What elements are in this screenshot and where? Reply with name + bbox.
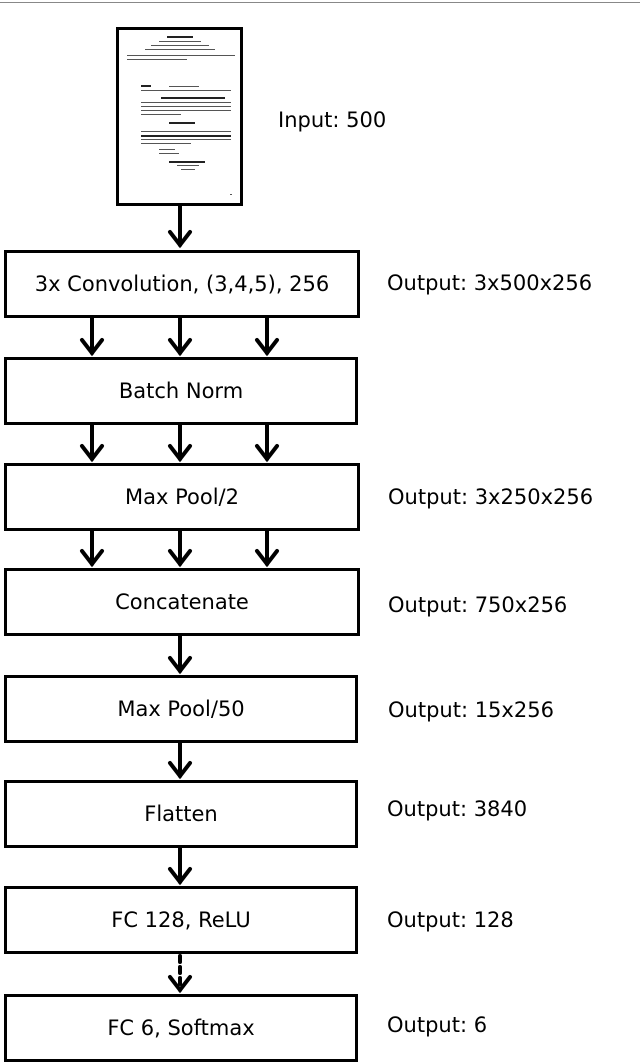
layer-fc-128-relu: FC 128, ReLU [4, 886, 358, 954]
arrow-batchnorm-to-maxpool-2 [168, 423, 192, 463]
arrow-maxpool-to-concat-1 [80, 529, 104, 568]
arrow-conv-to-batchnorm-3 [255, 316, 279, 357]
arrow-batchnorm-to-maxpool-1 [80, 423, 104, 463]
arrow-flatten-to-fc128 [168, 846, 192, 886]
arrow-input-to-conv [168, 204, 192, 249]
output-label-max-pool-50: Output: 15x256 [388, 698, 554, 722]
arrow-fc128-to-fc6-dashed [168, 954, 192, 994]
arrow-maxpool-to-concat-3 [255, 529, 279, 568]
layer-flatten: Flatten [4, 780, 358, 848]
arrow-maxpool50-to-flatten [168, 741, 192, 780]
output-label-max-pool-2: Output: 3x250x256 [388, 485, 594, 509]
layer-fc-6-softmax: FC 6, Softmax [4, 994, 358, 1062]
output-label-fc-6: Output: 6 [387, 1013, 488, 1037]
arrow-conv-to-batchnorm-1 [80, 316, 104, 357]
output-label-fc-128: Output: 128 [387, 908, 514, 932]
output-label-concatenate: Output: 750x256 [388, 593, 568, 617]
output-label-flatten: Output: 3840 [387, 797, 528, 821]
top-divider [0, 2, 640, 3]
layer-convolution: 3x Convolution, (3,4,5), 256 [4, 250, 360, 318]
arrow-batchnorm-to-maxpool-3 [255, 423, 279, 463]
output-label-convolution: Output: 3x500x256 [387, 271, 593, 295]
layer-batch-norm: Batch Norm [4, 357, 358, 425]
layer-max-pool-50: Max Pool/50 [4, 675, 358, 743]
arrow-conv-to-batchnorm-2 [168, 316, 192, 357]
arrow-maxpool-to-concat-2 [168, 529, 192, 568]
layer-max-pool-2: Max Pool/2 [4, 463, 360, 531]
input-label: Input: 500 [278, 108, 387, 132]
input-document-icon [116, 27, 243, 206]
arrow-concat-to-maxpool50 [168, 634, 192, 675]
layer-concatenate: Concatenate [4, 568, 360, 636]
